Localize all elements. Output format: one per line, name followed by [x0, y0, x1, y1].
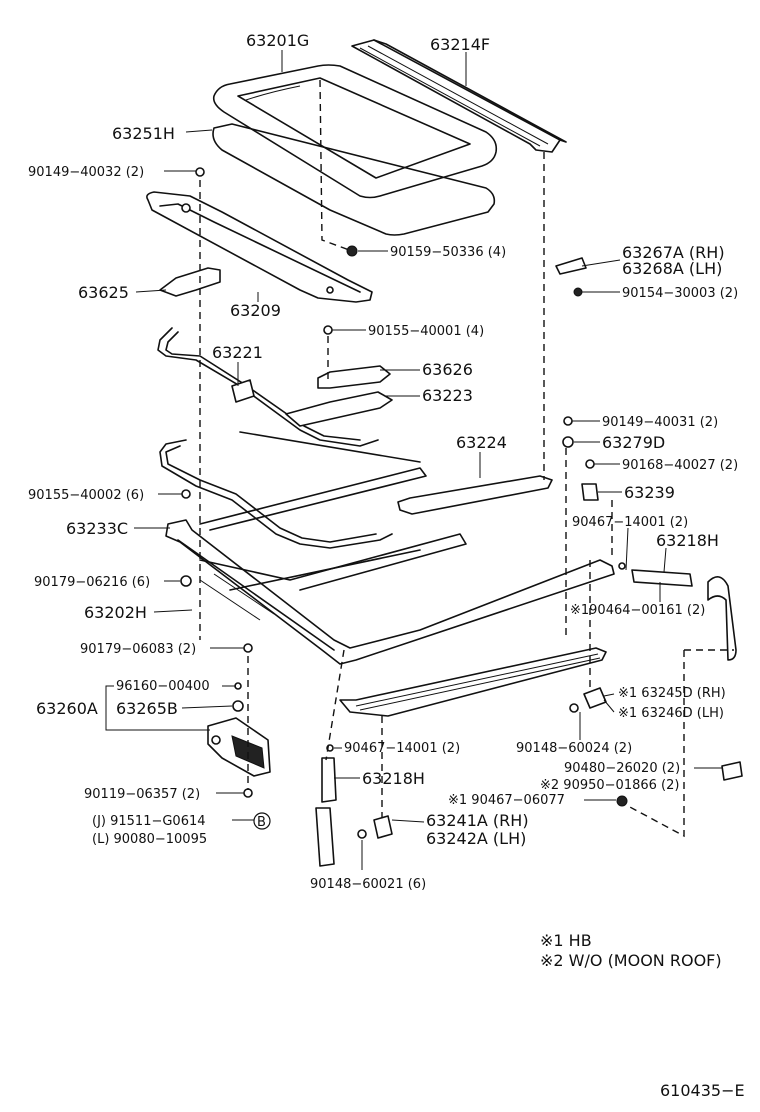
label-90467-14001-upper: 90467−14001 (2) [572, 515, 688, 530]
rail-drawing [351, 39, 567, 153]
label-63201G: 63201G [246, 31, 309, 50]
label-90148-60021: 90148−60021 (6) [310, 877, 426, 892]
label-63245D: ※1 63245D (RH) [618, 686, 726, 701]
label-63239: 63239 [624, 483, 675, 502]
label-63242A: 63242A (LH) [426, 829, 526, 848]
diagram-id: 610435−E [660, 1081, 745, 1100]
label-63246D: ※1 63246D (LH) [618, 706, 724, 721]
label-90464-00161: ※190464−00161 (2) [570, 603, 705, 618]
footnotes: ※1 HB ※2 W/O (MOON ROOF) [540, 931, 722, 970]
alignment-lines [199, 79, 734, 838]
label-63265B: 63265B [116, 699, 178, 718]
label-63260A: 63260A [36, 699, 98, 718]
label-90179-06216: 90179−06216 (6) [34, 575, 150, 590]
drain-hose-lower-drawing [315, 757, 337, 867]
label-90950-01866: ※2 90950−01866 (2) [540, 778, 679, 793]
drain-hose-upper-drawing [631, 569, 737, 661]
label-63279D: 63279D [602, 433, 665, 452]
guide-63224-drawing [397, 475, 553, 515]
bracket-63223-drawing [285, 391, 393, 427]
label-63267A: 63267A (RH) [622, 243, 725, 262]
label-63202H: 63202H [84, 603, 147, 622]
label-63268A: 63268A (LH) [622, 259, 722, 278]
label-63224: 63224 [456, 433, 507, 452]
label-90149-40032: 90149−40032 (2) [28, 165, 144, 180]
housing-frame-drawing [165, 519, 615, 665]
label-63209: 63209 [230, 301, 281, 320]
note-wo-moon-roof: ※2 W/O (MOON ROOF) [540, 951, 722, 970]
label-63241A: 63241A (RH) [426, 811, 529, 830]
label-90467-06077: ※1 90467−06077 [448, 793, 565, 808]
lower-rails-drawing [339, 647, 607, 717]
label-90148-60024: 90148−60024 (2) [516, 741, 632, 756]
label-90119-06357: 90119−06357 (2) [84, 787, 200, 802]
label-63625: 63625 [78, 283, 129, 302]
label-63214F: 63214F [430, 35, 490, 54]
label-90155-40001: 90155−40001 (4) [368, 324, 484, 339]
note-hb: ※1 HB [540, 931, 592, 950]
label-63626: 63626 [422, 360, 473, 379]
label-90149-40031: 90149−40031 (2) [602, 415, 718, 430]
leader-lines [105, 50, 722, 870]
label-90154-30003: 90154−30003 (2) [622, 286, 738, 301]
circle-b-marker [253, 812, 271, 830]
label-63251H: 63251H [112, 124, 175, 143]
label-90480-26020: 90480−26020 (2) [564, 761, 680, 776]
bracket-63626-drawing [317, 365, 391, 389]
label-90159-50336: 90159−50336 (4) [390, 245, 506, 260]
label-circle-b: B [257, 815, 266, 830]
front-panel-drawing [146, 191, 373, 303]
label-63218H-upper: 63218H [656, 531, 719, 550]
label-90179-06083: 90179−06083 (2) [80, 642, 196, 657]
fasteners-drawing [180, 167, 743, 839]
label-63221: 63221 [212, 343, 263, 362]
label-90467-14001-lower: 90467−14001 (2) [344, 741, 460, 756]
weatherstrip-drawing [212, 123, 496, 236]
label-90168-40027: 90168−40027 (2) [622, 458, 738, 473]
label-63223: 63223 [422, 386, 473, 405]
label-96160-00400: 96160−00400 [116, 679, 210, 694]
label-90080-10095: (L) 90080−10095 [92, 832, 207, 847]
glass-panel-drawing [212, 64, 498, 199]
label-91511-G0614: (J) 91511−G0614 [92, 814, 206, 829]
motor-drawing [207, 717, 271, 777]
label-90155-40002: 90155−40002 (6) [28, 488, 144, 503]
part-labels: 63201G 63214F 63251H 90149−40032 (2) 901… [28, 31, 738, 892]
frame-loop-drawing [159, 431, 427, 549]
label-63218H-lower: 63218H [362, 769, 425, 788]
label-63233C: 63233C [66, 519, 128, 538]
bracket-63625-drawing [159, 267, 221, 297]
